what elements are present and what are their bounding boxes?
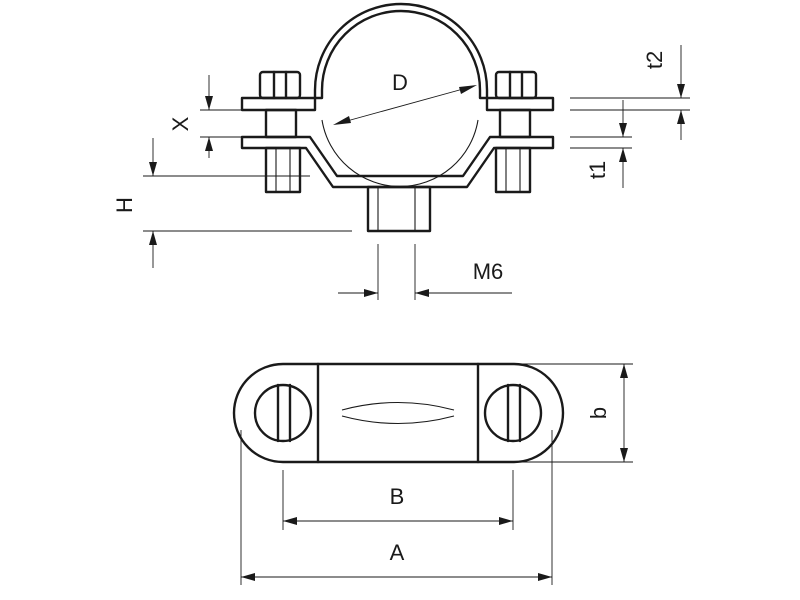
b-height-label: b [586, 407, 611, 419]
t1-arrow-top [619, 123, 627, 137]
t2-arrow-top [677, 84, 685, 98]
right-screw-head [494, 70, 538, 100]
left-nut [264, 146, 302, 194]
b-height-arrow-top [620, 364, 628, 378]
a-length-label: A [390, 540, 405, 565]
top-view: B A b [232, 362, 633, 585]
right-screw-head-top [483, 383, 543, 443]
m6-arrow-right [415, 289, 429, 297]
m6-threaded-boss [366, 185, 432, 233]
a-arrow-right [538, 573, 552, 581]
center-band-curve-bottom [341, 415, 455, 424]
right-screw-shank [498, 108, 532, 139]
front-view: X H M6 t1 t2 D [112, 2, 690, 300]
center-band-curve-top [341, 402, 455, 411]
b-width-label: B [390, 484, 405, 509]
b-height-arrow-bottom [620, 448, 628, 462]
clip-outline [232, 362, 565, 464]
left-screw-shank [264, 108, 298, 139]
m6-label: M6 [473, 259, 504, 284]
x-arrow-bottom [205, 137, 213, 151]
left-screw-head [258, 70, 302, 100]
h-arrow-top [149, 162, 157, 176]
t1-arrow-bottom [619, 148, 627, 162]
h-label: H [112, 197, 137, 213]
x-label: X [168, 116, 193, 131]
left-screw-head-top [253, 383, 313, 443]
diameter-arrow-left [333, 116, 351, 125]
d-label: D [392, 70, 408, 95]
diameter-arrow-right [459, 85, 477, 94]
lower-clamp-strap [240, 135, 555, 189]
m6-arrow-left [364, 289, 378, 297]
a-arrow-left [241, 573, 255, 581]
x-arrow-top [205, 96, 213, 110]
t2-arrow-bottom [677, 110, 685, 124]
t2-label: t2 [642, 51, 667, 69]
b-arrow-right [499, 517, 513, 525]
diameter-dimension-line [335, 85, 475, 125]
h-arrow-bottom [149, 231, 157, 245]
b-arrow-left [283, 517, 297, 525]
right-nut [494, 146, 532, 194]
t1-label: t1 [585, 161, 610, 179]
